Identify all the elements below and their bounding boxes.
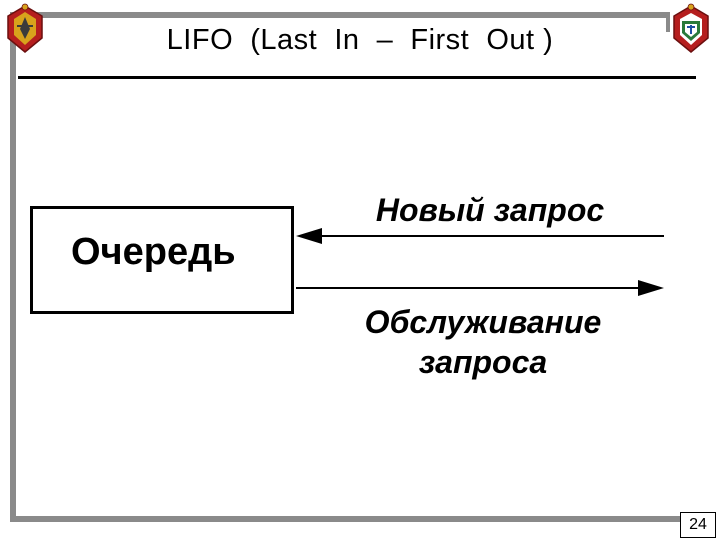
new-request-label: Новый запрос <box>375 192 605 228</box>
serve-label-line1: Обслуживание <box>364 304 602 340</box>
serve-label-line2: запроса <box>418 344 548 380</box>
university-crest-icon <box>673 3 709 53</box>
incoming-arrow-head <box>296 228 322 244</box>
queue-box: Очередь <box>30 206 294 314</box>
queue-label: Очередь <box>71 231 236 273</box>
slide-frame-bottom <box>10 516 680 522</box>
slide-frame-top <box>10 12 666 18</box>
title-underline <box>18 76 696 79</box>
serve-request-label: Обслуживание запроса <box>318 302 648 382</box>
slide-title: LIFO (Last In – First Out ) <box>166 24 554 56</box>
slide-frame-right <box>666 12 670 32</box>
military-emblem-icon <box>7 3 43 53</box>
page-number: 24 <box>680 512 716 538</box>
outgoing-arrow-head <box>638 280 664 296</box>
slide-frame-left <box>10 12 16 520</box>
